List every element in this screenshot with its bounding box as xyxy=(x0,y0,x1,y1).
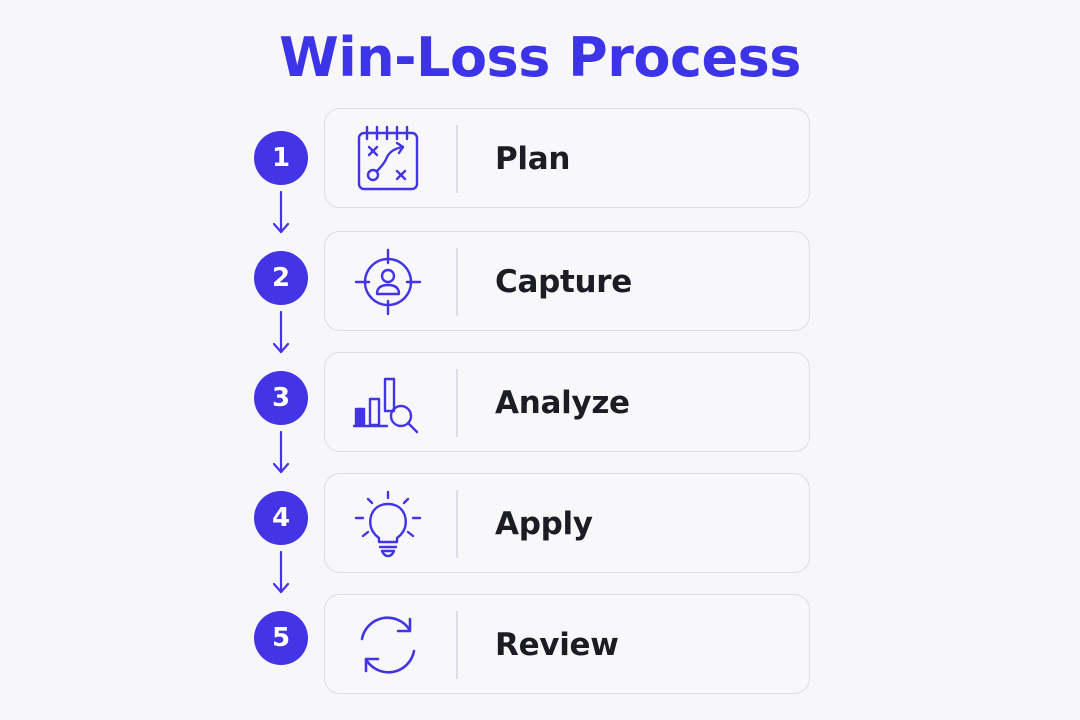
bar-chart-magnifier-icon xyxy=(353,377,419,434)
down-arrow-icon xyxy=(272,310,290,354)
step-label-review: Review xyxy=(495,627,619,663)
page-title: Win-Loss Process xyxy=(279,26,801,89)
step-number-badge: 1 xyxy=(254,131,308,185)
step-label-capture: Capture xyxy=(495,264,632,300)
step-label-apply: Apply xyxy=(495,506,593,542)
step-card-apply: Apply xyxy=(324,473,810,573)
card-divider xyxy=(456,611,458,679)
step-card-analyze: Analyze xyxy=(324,352,810,452)
step-card-plan: Plan xyxy=(324,108,810,208)
step-card-review: Review xyxy=(324,594,810,694)
card-divider xyxy=(456,125,458,193)
step-card-capture: Capture xyxy=(324,231,810,331)
card-divider xyxy=(456,248,458,316)
card-divider xyxy=(456,490,458,558)
step-number-badge: 4 xyxy=(254,491,308,545)
lightbulb-icon xyxy=(354,490,422,558)
step-number-badge: 2 xyxy=(254,251,308,305)
down-arrow-icon xyxy=(272,430,290,474)
refresh-cycle-icon xyxy=(360,616,416,674)
card-divider xyxy=(456,369,458,437)
down-arrow-icon xyxy=(272,190,290,234)
step-label-analyze: Analyze xyxy=(495,385,630,421)
down-arrow-icon xyxy=(272,550,290,594)
target-person-icon xyxy=(354,248,422,316)
step-number-badge: 5 xyxy=(254,611,308,665)
step-number-badge: 3 xyxy=(254,371,308,425)
strategy-calendar-icon xyxy=(357,125,419,191)
step-label-plan: Plan xyxy=(495,141,571,177)
